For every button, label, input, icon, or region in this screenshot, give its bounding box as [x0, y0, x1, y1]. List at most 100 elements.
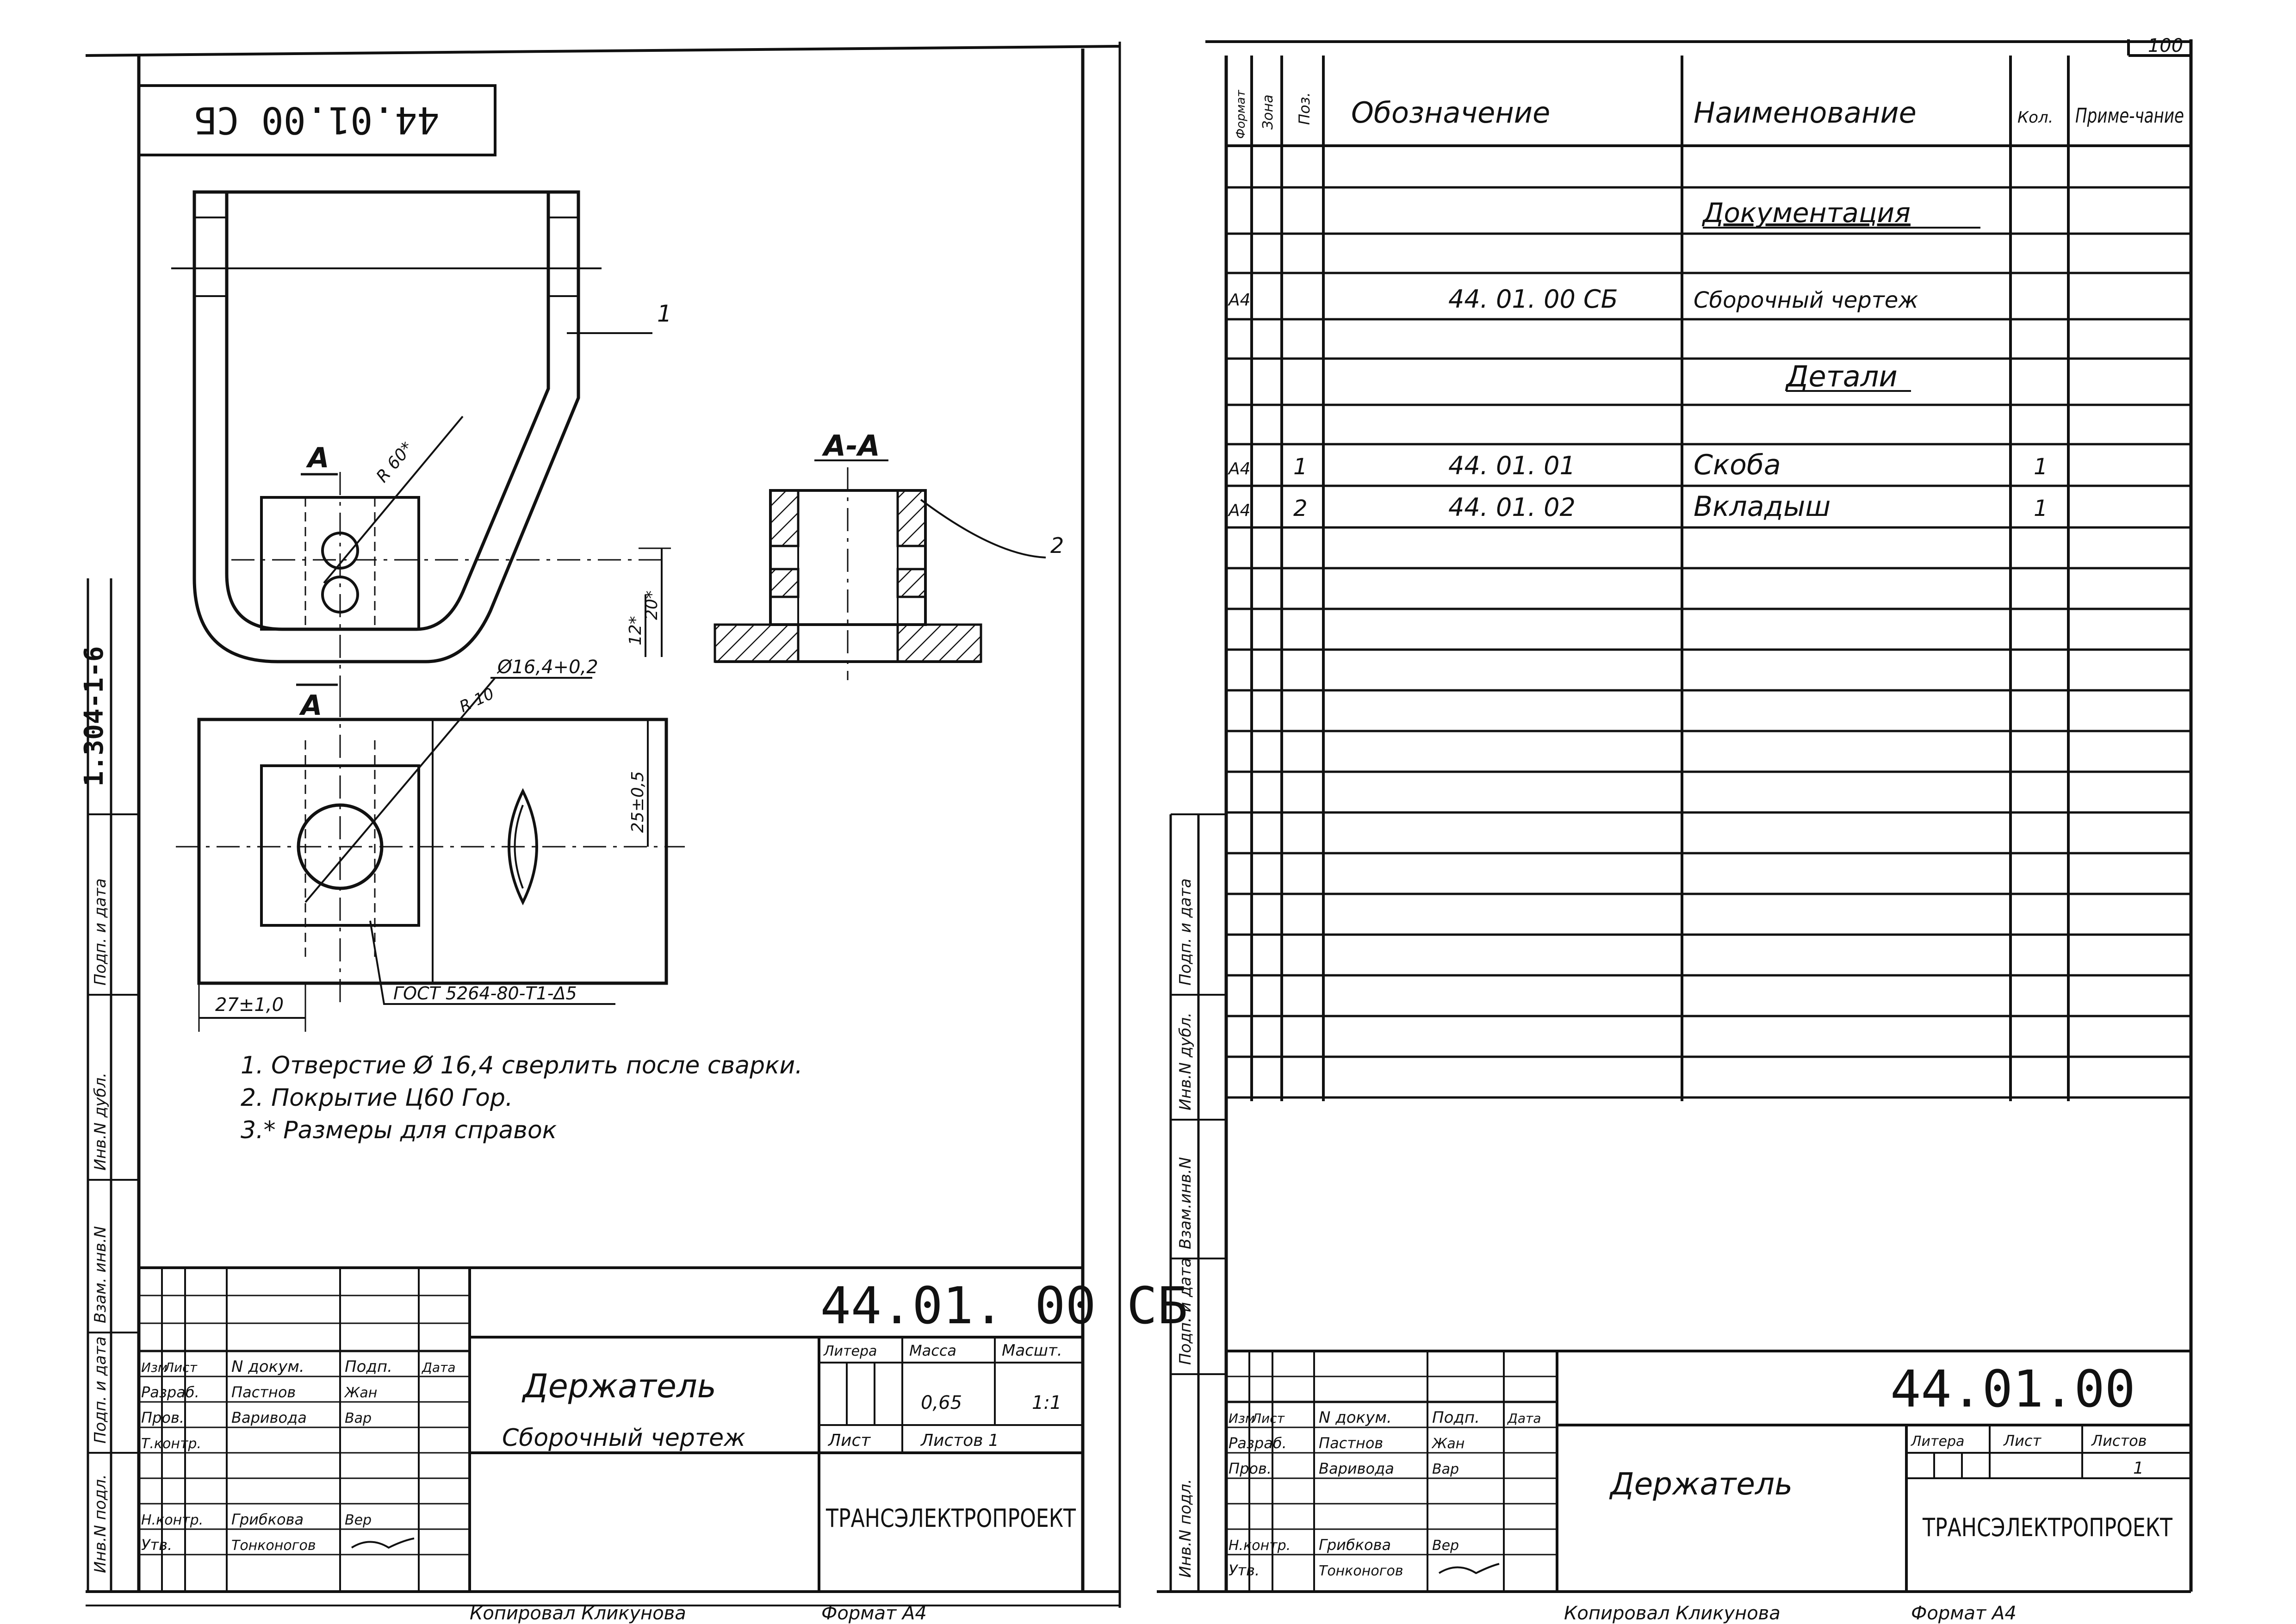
row-4-pos: 2 [1293, 496, 1308, 521]
rtb-signature-4: Вер [1432, 1537, 1459, 1554]
row-4-qty: 1 [2034, 496, 2048, 521]
code-box: 44.01.00 СБ [137, 84, 496, 156]
standard-ref: ГОСТ 5264-80-Т1-Δ5 [393, 983, 577, 1004]
tb-signature-6 [351, 1537, 415, 1549]
right-margin-strip: Инв.N подл. Подп. и дата Взам.инв.N Инв.… [1169, 813, 1226, 1592]
margin-label-dubl: Инв.N дубл. [91, 1072, 110, 1171]
tb-lit-label: Литера [823, 1343, 877, 1359]
right-sheet: Инв.N подл. Подп. и дата Взам.инв.N Инв.… [1118, 39, 2193, 1624]
left-title-block: Изм Лист N докум. Подп. Дата Разраб. Про… [139, 1266, 1188, 1592]
table-row-lines [1226, 186, 2191, 1099]
side-series-label: 1.304-1-6 [79, 646, 109, 787]
note-3: 3.* Размеры для справок [241, 1116, 557, 1144]
part-callout-2: 2 [1050, 533, 1064, 558]
rtb-sheets-label: Листов [2091, 1432, 2147, 1450]
rtb-role-utv: Утв. [1229, 1562, 1260, 1579]
section-title: А-А [821, 429, 880, 463]
section-a-a: А-А 2 [714, 429, 1064, 680]
tb-sheets-label: Листов 1 [920, 1431, 999, 1450]
rtb-role-razrab: Разраб. [1229, 1434, 1287, 1452]
row-4-format: А4 [1228, 501, 1251, 520]
hdr-name: Наименование [1694, 96, 1917, 130]
tb-name-1: Пастнов [231, 1383, 296, 1401]
rtb-role-prov: Пров. [1229, 1460, 1272, 1477]
tb-col-data: Дата [421, 1360, 456, 1375]
tb-role-nkontr: Н.контр. [141, 1512, 203, 1528]
code-box-text: 44.01.00 СБ [194, 99, 440, 142]
tb-role-razrab: Разраб. [141, 1383, 199, 1401]
rtb-col-data: Дата [1507, 1411, 1541, 1426]
specification-table: Формат Зона Поз. Обозначение Наименовани… [1226, 56, 2192, 1101]
rtb-name: Держатель [1609, 1466, 1793, 1502]
tb-col-podp: Подп. [345, 1357, 392, 1376]
tb-name-5: Грибкова [231, 1511, 304, 1528]
r-margin-vzam: Взам.инв.N [1176, 1157, 1195, 1249]
row-4-name: Вкладыш [1694, 490, 1831, 523]
dim-length: 27±1,0 [215, 994, 284, 1016]
row-1-name: Сборочный чертеж [1694, 287, 1918, 313]
bracket-front-view: 1 А А R 60* 12* 20* [171, 190, 672, 722]
rtb-col-list: Лист [1251, 1411, 1285, 1426]
row-3-pos: 1 [1293, 454, 1308, 480]
tb-name-line2: Сборочный чертеж [502, 1424, 745, 1452]
rtb-role-nkontr: Н.контр. [1229, 1537, 1291, 1554]
row-3-designation: 44. 01. 01 [1448, 451, 1576, 480]
rtb-name-2: Варивода [1319, 1460, 1394, 1477]
tb-name-2: Варивода [231, 1409, 307, 1426]
tb-role-utv: Утв. [141, 1536, 172, 1554]
rtb-signature-5 [1438, 1563, 1500, 1574]
hdr-designation: Обозначение [1351, 96, 1550, 130]
left-sheet: Инв.N подл. Подп. и дата Взам. инв.N Инв… [79, 45, 1188, 1624]
tb-role-tkontr: Т.контр. [141, 1436, 201, 1452]
row-1-designation: 44. 01. 00 СБ [1448, 285, 1618, 314]
tb-name-6: Тонконогов [231, 1537, 316, 1554]
page-number: 100 [2148, 35, 2183, 56]
tb-signature-2: Вар [345, 1410, 372, 1426]
page-number-box: 100 [2127, 35, 2191, 57]
tb-scale-label: Масшт. [1002, 1341, 1062, 1360]
r-footer-copied-by: Копировал Кликунова [1564, 1603, 1781, 1624]
hdr-note: Приме-чание [2075, 104, 2184, 128]
tb-sheet-label: Лист [827, 1431, 871, 1450]
margin-label-podp-data-2: Подп. и дата [91, 878, 110, 986]
tb-signature-5: Вер [345, 1512, 372, 1528]
rtb-signature-1: Жан [1431, 1436, 1464, 1452]
tb-mass-label: Масса [909, 1342, 956, 1359]
tb-name-line1: Держатель [521, 1367, 716, 1405]
rtb-lit-label: Литера [1911, 1433, 1964, 1450]
rtb-sheet-label: Лист [2003, 1432, 2042, 1450]
tb-role-prov: Пров. [141, 1409, 184, 1426]
rtb-col-doc: N докум. [1319, 1408, 1392, 1427]
section-mark-bottom: А [299, 689, 322, 722]
hdr-qty: Кол. [2017, 108, 2053, 127]
rtb-signature-2: Вар [1432, 1461, 1459, 1477]
rtb-col-podp: Подп. [1432, 1408, 1480, 1427]
tb-organization: ТРАНСЭЛЕКТРОПРОЕКТ [825, 1504, 1076, 1533]
note-1: 1. Отверстие Ø 16,4 сверлить после сварк… [241, 1052, 803, 1079]
section-documentation: Документация [1701, 197, 1911, 229]
hdr-pos: Поз. [1296, 92, 1313, 125]
margin-label-inv-podl: Инв.N подл. [91, 1474, 110, 1573]
r-margin-podp-data-2: Подп. и дата [1176, 878, 1195, 986]
tb-doc-code: 44.01. 00 СБ [820, 1276, 1188, 1335]
row-3-name: Скоба [1694, 449, 1781, 481]
dim-radius-bottom: R 10 [457, 684, 497, 716]
row-1-format: А4 [1228, 291, 1251, 310]
dim-width: 25±0,5 [628, 771, 647, 833]
hdr-zone: Зона [1260, 94, 1276, 130]
tb-col-list: Лист [164, 1360, 198, 1375]
tb-scale-value: 1:1 [1032, 1392, 1061, 1413]
left-margin-strip: Инв.N подл. Подп. и дата Взам. инв.N Инв… [79, 578, 139, 1592]
rtb-name-1: Пастнов [1319, 1434, 1383, 1452]
bracket-plan-view: R 10 Ø16,4+0,2 25±0,5 27±1,0 ГОСТ 5264-8… [176, 657, 685, 1032]
note-2: 2. Покрытие Ц60 Гор. [241, 1084, 513, 1112]
section-mark-top: А [306, 442, 329, 474]
right-title-block: Изм Лист N докум. Подп. Дата Разраб. Про… [1226, 1350, 2191, 1592]
r-footer-format: Формат А4 [1911, 1603, 2017, 1624]
footer-format: Формат А4 [821, 1603, 927, 1624]
row-4-designation: 44. 01. 02 [1448, 493, 1576, 522]
margin-label-vzam: Взам. инв.N [91, 1226, 110, 1323]
rtb-doc-code: 44.01.00 [1890, 1359, 2135, 1419]
